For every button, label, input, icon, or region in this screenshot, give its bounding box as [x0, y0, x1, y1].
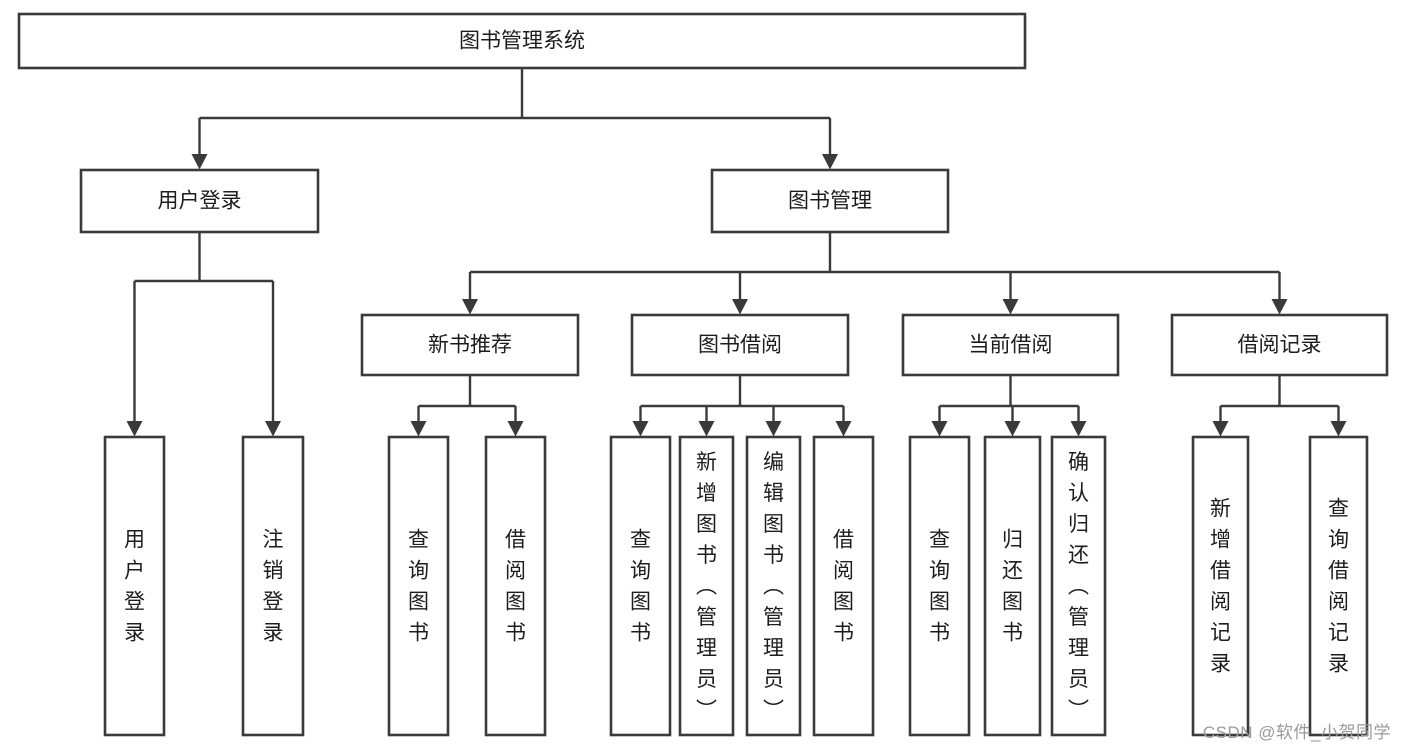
node-box	[1170, 313, 1389, 377]
node-n-user-login[interactable]: 用户登录	[79, 168, 320, 234]
node-label: 确认归还︵管理员︶	[1068, 451, 1089, 722]
node-l-cb-query[interactable]: 查询图书	[908, 435, 971, 737]
node-root[interactable]: 图书管理系统	[17, 12, 1027, 70]
node-label: 借阅记录	[1238, 334, 1322, 357]
node-label: 图书管理系统	[459, 30, 585, 53]
node-l-user-logout[interactable]: 注销登录	[241, 435, 305, 737]
arrow-head-icon	[1330, 421, 1347, 437]
node-box	[17, 12, 1027, 70]
node-label: 图书管理	[788, 190, 872, 213]
arrow-head-icon	[462, 299, 478, 315]
node-box	[745, 435, 802, 737]
arrow-head-icon	[1212, 421, 1229, 437]
arrow-head-icon	[410, 421, 427, 437]
node-box	[360, 313, 580, 377]
node-l-nr-query[interactable]: 查询图书	[387, 435, 450, 737]
node-label: 新书推荐	[428, 334, 512, 357]
arrow-head-icon	[822, 154, 838, 170]
node-l-bb-query[interactable]: 查询图书	[609, 435, 672, 737]
arrow-head-icon	[765, 421, 782, 437]
node-l-bb-edit[interactable]: 编辑图书︵管理员︶	[745, 435, 802, 737]
arrow-head-icon	[191, 154, 208, 170]
node-label: 借阅图书	[833, 528, 854, 644]
node-label: 借阅图书	[505, 528, 526, 644]
arrow-head-icon	[732, 299, 748, 315]
arrow-head-icon	[265, 421, 281, 437]
node-box	[1050, 435, 1107, 737]
node-box	[812, 435, 875, 737]
node-label: 归还图书	[1002, 528, 1023, 644]
connector-layer	[126, 68, 1347, 437]
node-label: 查询借阅记录	[1328, 497, 1349, 675]
node-box	[678, 435, 735, 737]
node-label: 查询图书	[630, 528, 651, 644]
node-box	[609, 435, 672, 737]
node-box	[103, 435, 166, 737]
arrow-head-icon	[1004, 421, 1021, 437]
node-box	[710, 168, 950, 234]
node-label: 当前借阅	[969, 334, 1053, 357]
node-l-rec-query[interactable]: 查询借阅记录	[1308, 435, 1369, 737]
node-n-new-rec[interactable]: 新书推荐	[360, 313, 580, 377]
node-box	[630, 313, 850, 377]
arrow-head-icon	[632, 421, 649, 437]
arrow-head-icon	[698, 421, 715, 437]
node-box	[908, 435, 971, 737]
arrow-head-icon	[835, 421, 852, 437]
node-n-borrow[interactable]: 图书借阅	[630, 313, 850, 377]
node-label: 新增借阅记录	[1210, 497, 1231, 675]
node-label: 用户登录	[158, 190, 242, 213]
node-label: 编辑图书︵管理员︶	[763, 451, 784, 722]
node-box	[1191, 435, 1250, 737]
node-label: 新增图书︵管理员︶	[696, 451, 717, 722]
arrow-head-icon	[1070, 421, 1087, 437]
node-n-book-mgmt[interactable]: 图书管理	[710, 168, 950, 234]
node-box	[241, 435, 305, 737]
node-box	[1308, 435, 1369, 737]
node-box	[79, 168, 320, 234]
node-l-nr-borrow[interactable]: 借阅图书	[484, 435, 547, 737]
node-box	[901, 313, 1120, 377]
node-l-bb-borrow[interactable]: 借阅图书	[812, 435, 875, 737]
node-label: 图书借阅	[698, 334, 782, 357]
node-box	[387, 435, 450, 737]
node-l-cb-return[interactable]: 归还图书	[983, 435, 1042, 737]
node-l-bb-add[interactable]: 新增图书︵管理员︶	[678, 435, 735, 737]
node-layer: 图书管理系统用户登录图书管理新书推荐图书借阅当前借阅借阅记录用户登录注销登录查询…	[17, 12, 1389, 737]
node-label: 查询图书	[929, 528, 950, 644]
arrow-head-icon	[931, 421, 948, 437]
node-label: 注销登录	[263, 528, 284, 644]
node-box	[484, 435, 547, 737]
arrow-head-icon	[1002, 299, 1019, 315]
node-label: 用户登录	[124, 528, 145, 644]
arrow-head-icon	[126, 421, 143, 437]
node-l-rec-add[interactable]: 新增借阅记录	[1191, 435, 1250, 737]
node-l-user-login[interactable]: 用户登录	[103, 435, 166, 737]
node-l-cb-confirm[interactable]: 确认归还︵管理员︶	[1050, 435, 1107, 737]
node-n-current[interactable]: 当前借阅	[901, 313, 1120, 377]
arrow-head-icon	[1271, 299, 1288, 315]
node-box	[983, 435, 1042, 737]
node-n-records[interactable]: 借阅记录	[1170, 313, 1389, 377]
arrow-head-icon	[507, 421, 524, 437]
node-label: 查询图书	[408, 528, 429, 644]
